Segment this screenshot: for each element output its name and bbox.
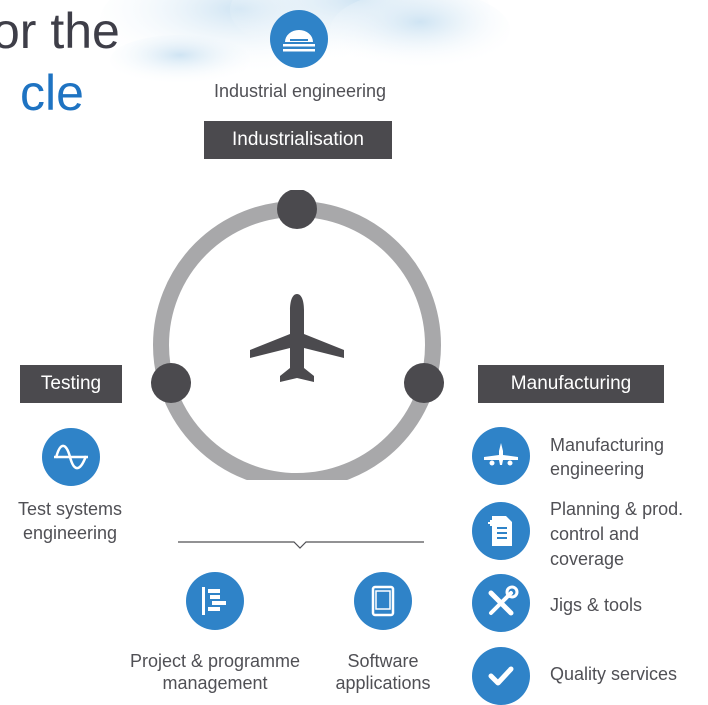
bottom-separator xyxy=(178,541,424,549)
test-systems-engineering-label: Test systems engineering xyxy=(17,499,123,543)
document-icon xyxy=(472,502,530,560)
project-programme-label: Project & programme management xyxy=(129,651,301,693)
testing-tag: Testing xyxy=(20,365,122,403)
industrialisation-tag: Industrialisation xyxy=(204,121,392,159)
tablet-icon xyxy=(354,572,412,630)
heading-line-2: cle xyxy=(20,65,84,121)
aircraft-front-icon xyxy=(472,427,530,485)
bridge-arc-icon xyxy=(270,10,328,68)
ring-node-right xyxy=(404,363,444,403)
ring-node-left xyxy=(151,363,191,403)
lifecycle-ring xyxy=(151,190,444,480)
planning-label: Planning & prod. control and coverage xyxy=(550,499,684,569)
gantt-chart-icon xyxy=(186,572,244,630)
manufacturing-tag: Manufacturing xyxy=(478,365,664,403)
manufacturing-engineering-label: Manufacturing engineering xyxy=(550,435,665,479)
heading-line-1: or the xyxy=(0,3,120,59)
industrial-engineering-label: Industrial engineering xyxy=(213,81,387,101)
quality-services-label: Quality services xyxy=(550,664,678,684)
checkmark-icon xyxy=(472,647,530,705)
tools-icon xyxy=(472,574,530,632)
sine-wave-icon xyxy=(42,428,100,486)
software-applications-label: Software applications xyxy=(335,651,431,693)
jigs-tools-label: Jigs & tools xyxy=(550,595,643,615)
airplane-icon xyxy=(250,294,344,382)
ring-node-top xyxy=(277,190,317,229)
